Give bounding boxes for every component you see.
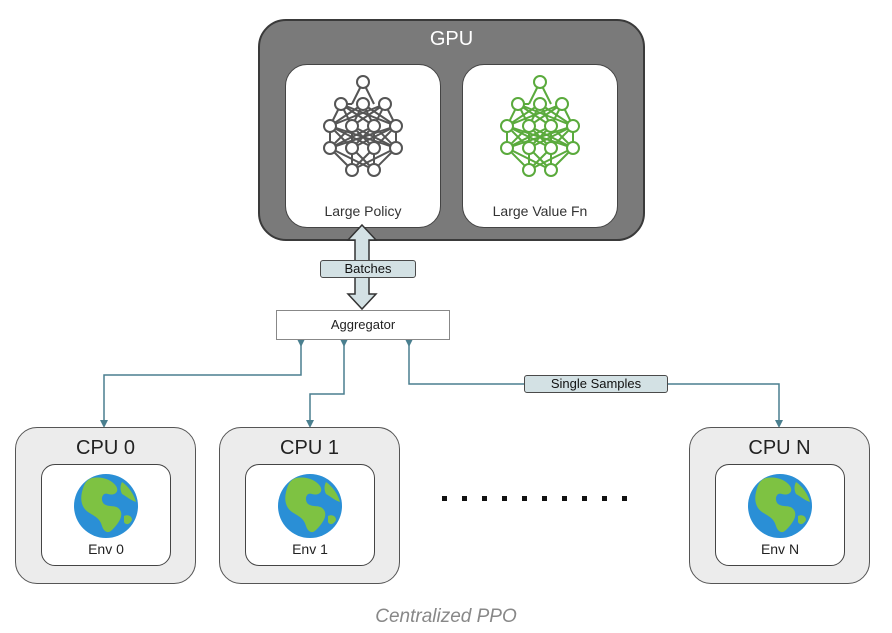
cpun-title: CPU N (748, 437, 811, 459)
cpu0-title: CPU 0 (76, 437, 135, 459)
ellipsis-dots (442, 496, 627, 501)
globe-icon (278, 474, 342, 538)
diagram-caption: Centralized PPO (375, 606, 517, 627)
batches-tag: Batches (320, 260, 416, 278)
globe-icon (74, 474, 138, 538)
env0-label: Env 0 (88, 541, 124, 557)
link-cpu1 (306, 339, 348, 428)
single-samples-tag: Single Samples (524, 375, 668, 393)
policy-label: Large Policy (324, 203, 402, 219)
envn-label: Env N (760, 541, 800, 557)
cpu1-title: CPU 1 (280, 437, 339, 459)
policy-card (285, 64, 441, 228)
aggregator-box: Aggregator (276, 310, 450, 340)
value-card (462, 64, 618, 228)
link-cpu0 (100, 339, 305, 428)
value-label: Large Value Fn (492, 203, 588, 219)
globe-icon (748, 474, 812, 538)
gpu-title: GPU (429, 28, 474, 50)
env1-label: Env 1 (292, 541, 328, 557)
